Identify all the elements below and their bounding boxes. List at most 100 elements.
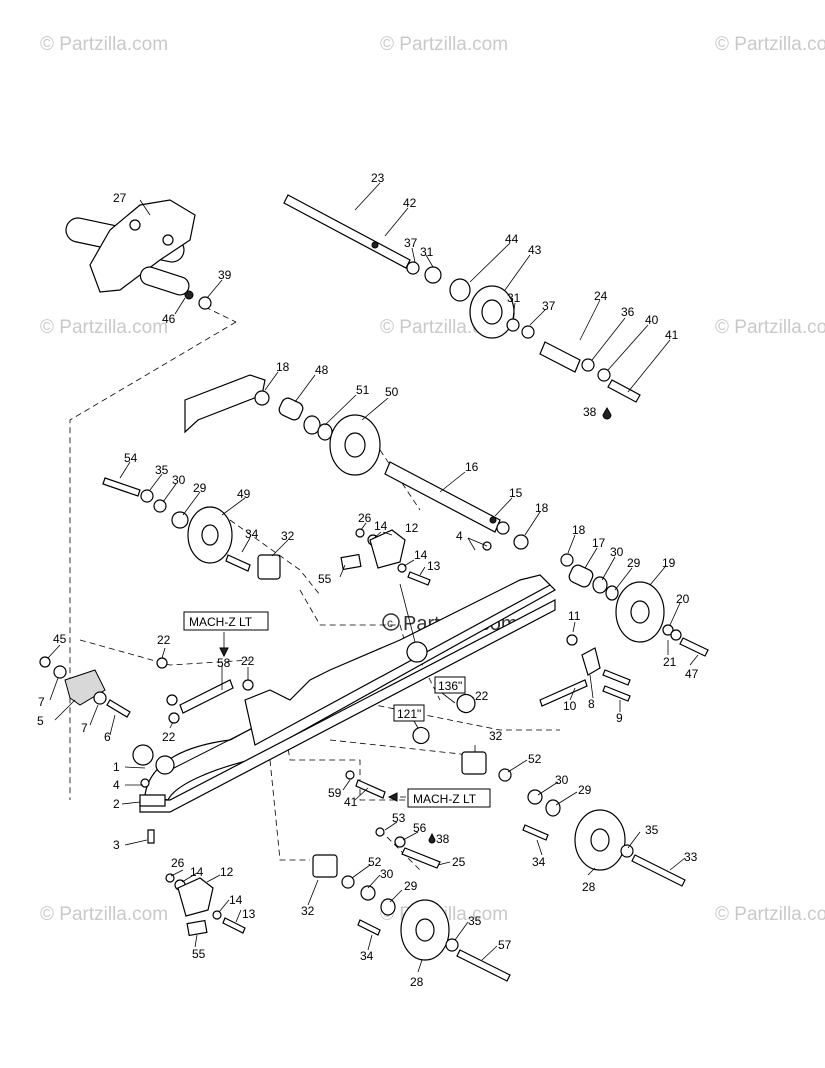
part-number: 9: [616, 711, 623, 725]
grease-drop-icon: [602, 406, 612, 420]
part-number: 18: [276, 360, 290, 374]
arrow-left-icon: [387, 792, 398, 802]
part-number: 48: [315, 363, 329, 377]
part-number: 14: [414, 548, 428, 562]
part-number: 56: [413, 821, 427, 835]
part-number: 20: [676, 592, 690, 606]
watermark-text: © Partzilla.com: [40, 904, 168, 925]
part-number: 29: [193, 481, 207, 495]
part-number: 42: [403, 196, 417, 210]
arrow-down-icon: [219, 647, 229, 658]
watermark-text: © Partzilla.com: [40, 317, 168, 338]
part-number: 57: [498, 938, 512, 952]
part-number: 49: [237, 487, 251, 501]
watermark-text: © Partzilla.com: [715, 904, 825, 925]
part-number: 28: [410, 975, 424, 989]
part-number: 31: [507, 291, 521, 305]
left-upper-wheel-set: [102, 477, 281, 580]
part-number: 14: [374, 519, 388, 533]
misc-hardware: [156, 541, 631, 869]
adjuster-blocks: [165, 528, 431, 937]
part-number: 6: [104, 730, 111, 744]
part-number: 22: [241, 654, 255, 668]
part-number: 10: [563, 699, 577, 713]
part-number: 34: [360, 949, 374, 963]
part-number: 41: [665, 328, 679, 342]
slide-rail: [132, 574, 556, 844]
part-number: 30: [380, 867, 394, 881]
part-number: 7: [81, 721, 88, 735]
part-number: 46: [162, 312, 176, 326]
part-number: 59: [328, 786, 342, 800]
part-number: 37: [404, 236, 418, 250]
copyright-icon: [382, 613, 400, 631]
part-number: 24: [594, 289, 608, 303]
part-number: 29: [578, 783, 592, 797]
part-number: 8: [588, 697, 595, 711]
part-number: 47: [685, 667, 699, 681]
part-number: 58: [217, 656, 231, 670]
part-number: 55: [192, 947, 206, 961]
part-number: 35: [645, 823, 659, 837]
leader-lines: [47, 182, 699, 973]
part-numbers: 23 42 37 31 44 43 31 37 24 36 40 41 38 2…: [37, 171, 699, 989]
part-number: 31: [420, 245, 434, 259]
length-121-label: 121": [397, 707, 421, 721]
part-number: 39: [218, 268, 232, 282]
right-upper-wheel-set: [560, 553, 709, 657]
callouts: MACH-Z LT MACH-Z LT 136" 121": [183, 611, 491, 808]
assembly-guide-lines: [69, 306, 560, 871]
part-number: 12: [405, 521, 419, 535]
watermark-text: © Partzilla.com: [715, 317, 825, 338]
mach-z-lt-label: MACH-Z LT: [413, 792, 477, 806]
lower-wheel-sets: [312, 751, 686, 982]
part-number: 15: [509, 486, 523, 500]
part-number: 12: [220, 865, 234, 879]
part-number: 32: [301, 904, 315, 918]
part-number: 19: [662, 556, 676, 570]
part-number: 32: [489, 729, 503, 743]
part-number: 2: [113, 797, 120, 811]
grease-drop-icon: [428, 832, 436, 844]
part-number: 23: [371, 171, 385, 185]
part-number: 22: [475, 689, 489, 703]
svg-text:c: c: [387, 616, 393, 630]
part-number: 13: [242, 907, 256, 921]
part-number: 22: [157, 633, 171, 647]
part-number: 43: [528, 243, 542, 257]
part-number: 44: [505, 232, 519, 246]
part-number: 41: [344, 795, 358, 809]
part-number: 11: [568, 609, 581, 623]
part-number: 51: [356, 383, 370, 397]
mach-z-lt-label: MACH-Z LT: [189, 615, 253, 629]
part-number: 21: [663, 655, 677, 669]
part-number: 14: [190, 865, 204, 879]
part-number: 4: [113, 778, 120, 792]
watermark-text: © Partzilla.com: [40, 34, 168, 55]
rear-bracket-assembly: [65, 199, 212, 310]
part-number: 16: [465, 460, 479, 474]
part-number: 34: [245, 527, 259, 541]
front-slider-parts: [39, 656, 131, 718]
part-number: 45: [53, 632, 67, 646]
part-number: 27: [113, 191, 127, 205]
part-number: 36: [621, 305, 635, 319]
middle-idler-shaft: [184, 374, 529, 550]
part-number: 33: [684, 850, 698, 864]
part-number: 18: [535, 501, 549, 515]
part-number: 52: [528, 752, 542, 766]
part-number: 37: [542, 299, 556, 313]
part-number: 5: [37, 714, 44, 728]
part-number: 34: [532, 855, 546, 869]
part-number: 30: [610, 545, 624, 559]
part-number: 25: [452, 855, 466, 869]
part-number: 38: [583, 405, 597, 419]
length-136-label: 136": [438, 679, 462, 693]
part-number: 14: [229, 893, 243, 907]
part-number: 22: [162, 730, 176, 744]
part-number: 32: [281, 529, 295, 543]
part-number: 30: [555, 773, 569, 787]
part-number: 50: [385, 385, 399, 399]
part-number: 38: [436, 832, 450, 846]
part-number: 26: [358, 511, 372, 525]
